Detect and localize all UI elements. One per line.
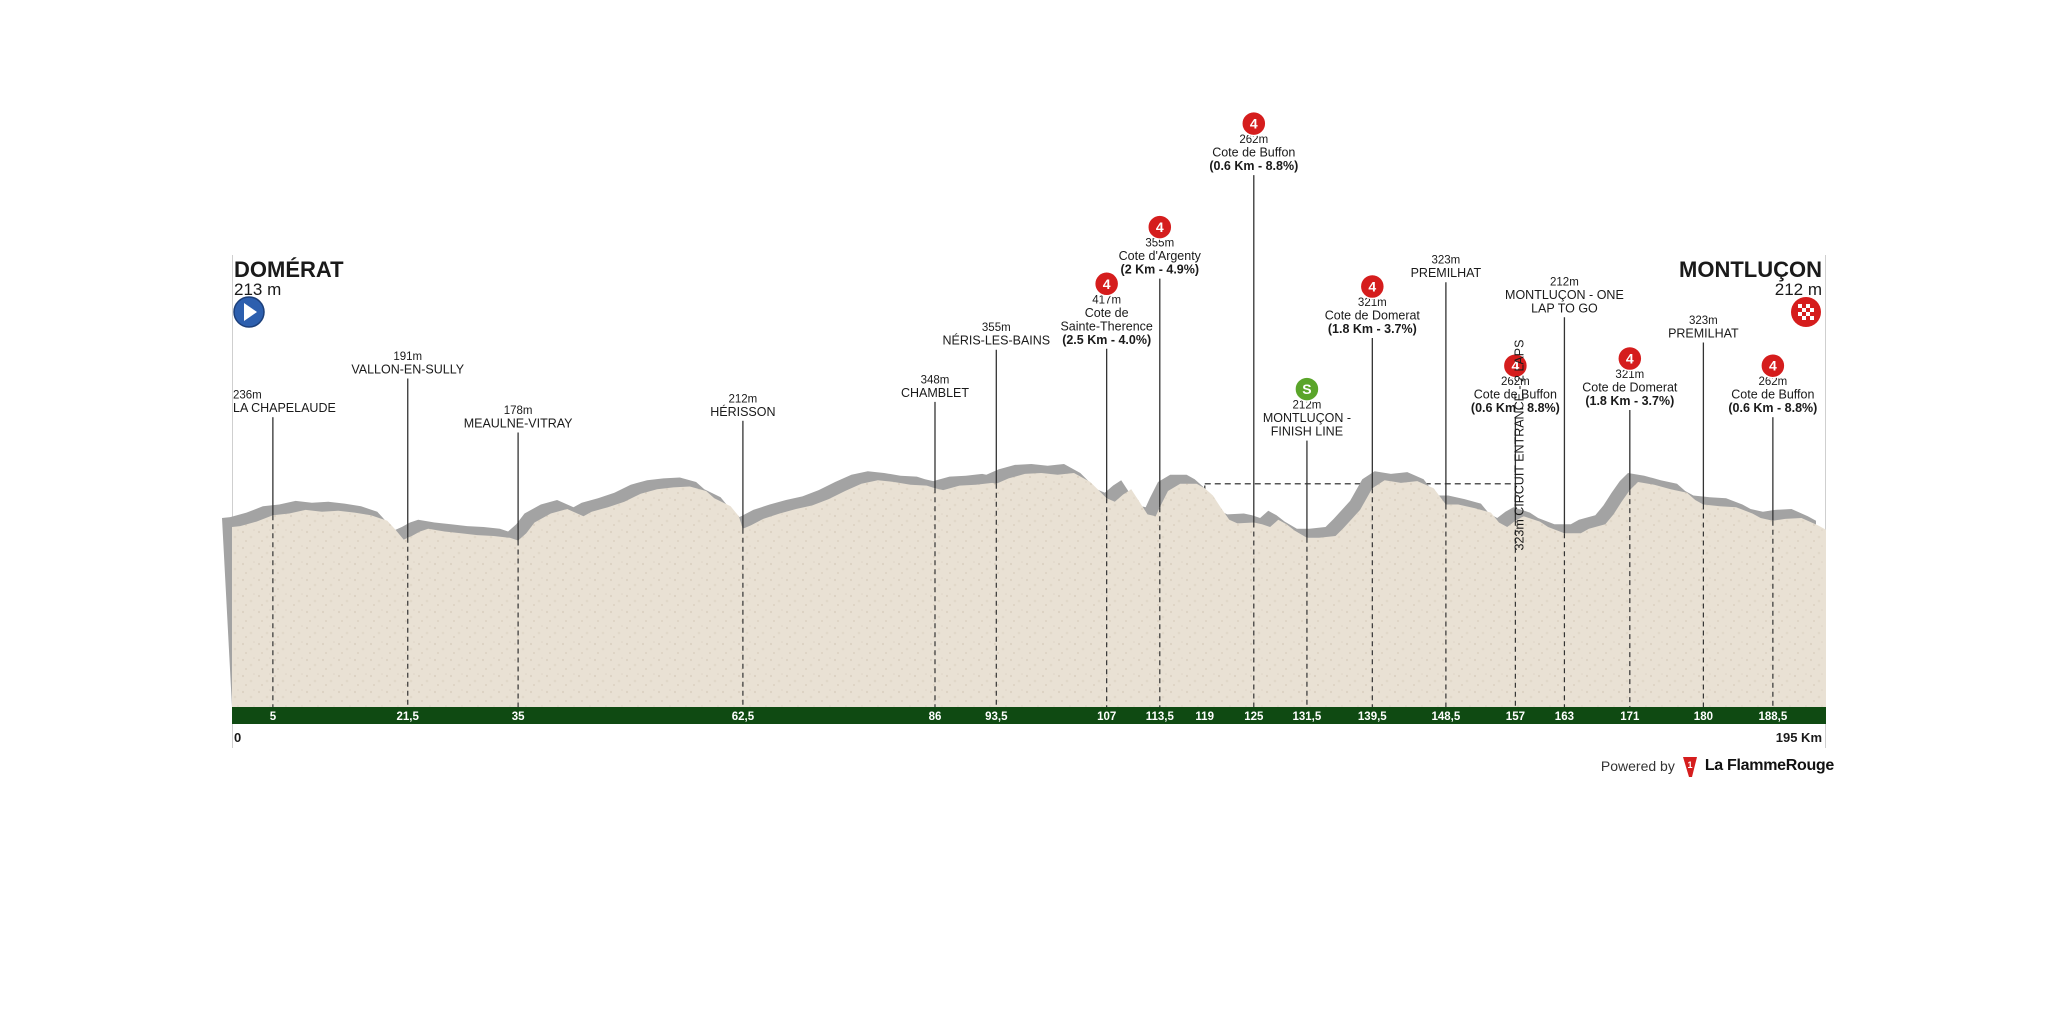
km-tick-label: 139,5 — [1358, 711, 1387, 723]
brand-name: La FlammeRouge — [1704, 757, 1834, 774]
elevation-area — [232, 473, 1826, 707]
waypoint-altitude: 355m — [1145, 238, 1174, 250]
waypoint-altitude: 212m — [1293, 400, 1322, 412]
start-altitude: 213 m — [234, 280, 281, 299]
waypoint-altitude: 348m — [921, 374, 950, 386]
waypoint-altitude: 355m — [982, 322, 1011, 334]
finish-flag-icon — [1791, 297, 1821, 327]
waypoint-altitude: 191m — [393, 351, 422, 363]
kom-category-4-icon: 4 — [1241, 110, 1267, 137]
waypoint-name: Cote de Domerat — [1582, 381, 1678, 395]
waypoint-name: NÉRIS-LES-BAINS — [942, 333, 1050, 348]
waypoint-name: CHAMBLET — [901, 386, 969, 400]
waypoint-altitude: 417m — [1092, 294, 1121, 306]
powered-by-text: Powered by — [1600, 758, 1675, 774]
km-tick-label: 86 — [929, 711, 942, 723]
waypoint-name: (2.5 Km - 4.0%) — [1062, 333, 1151, 347]
svg-text:1: 1 — [1687, 760, 1692, 770]
waypoint-altitude: 212m — [1550, 276, 1579, 288]
km-tick-label: 119 — [1195, 711, 1214, 723]
waypoint-name: Cote de Buffon — [1212, 146, 1295, 160]
x-end-label: 195 Km — [1776, 730, 1822, 745]
km-tick-label: 148,5 — [1432, 711, 1461, 723]
waypoint-name: MONTLUÇON - — [1263, 411, 1351, 425]
kom-category-label: 4 — [1626, 351, 1634, 367]
intermediate-sprint-icon: S — [1294, 376, 1320, 402]
kom-category-4-icon: 4 — [1760, 352, 1786, 379]
kom-category-label: 4 — [1103, 276, 1111, 292]
waypoint-altitude: 262m — [1501, 376, 1530, 388]
km-tick-label: 163 — [1555, 711, 1574, 723]
waypoint-altitude: 321m — [1615, 369, 1644, 381]
kom-category-label: 4 — [1250, 116, 1258, 132]
waypoint-altitude: 178m — [504, 405, 533, 417]
km-tick-label: 171 — [1620, 711, 1640, 723]
waypoint-name: Cote de Domerat — [1325, 309, 1421, 323]
km-tick-label: 5 — [270, 711, 277, 723]
start-icon — [233, 296, 265, 328]
waypoint-name: Cote de Buffon — [1474, 388, 1557, 402]
km-tick-label: 131,5 — [1293, 711, 1322, 723]
km-tick-label: 113,5 — [1146, 711, 1175, 723]
waypoint-name: PREMILHAT — [1411, 266, 1482, 280]
waypoint-name: FINISH LINE — [1271, 425, 1343, 439]
km-tick-label: 125 — [1244, 711, 1264, 723]
km-tick-label: 62,5 — [732, 711, 755, 723]
waypoint-name: HÉRISSON — [710, 404, 775, 419]
waypoint-name: Cote de — [1085, 306, 1129, 320]
waypoint-lines — [272, 175, 1774, 707]
kom-category-label: 4 — [1368, 279, 1376, 295]
flamme-rouge-logo-icon: 1 — [1682, 757, 1697, 777]
waypoint-altitude: 236m — [233, 390, 262, 402]
waypoint-name: (0.6 Km - 8.8%) — [1728, 401, 1817, 415]
kom-category-4-icon: 4 — [1093, 271, 1120, 297]
waypoint-name: Cote d'Argenty — [1119, 249, 1202, 263]
km-tick-label: 180 — [1694, 711, 1713, 723]
waypoint-name: (1.8 Km - 3.7%) — [1328, 322, 1417, 336]
waypoint-name: (1.8 Km - 3.7%) — [1585, 394, 1674, 408]
kom-category-label: 4 — [1156, 219, 1164, 235]
kom-category-label: 4 — [1511, 358, 1519, 374]
finish-town: MONTLUÇON — [1679, 257, 1822, 282]
waypoint-name: (2 Km - 4.9%) — [1121, 263, 1200, 277]
waypoint-name: VALLON-EN-SULLY — [351, 363, 464, 377]
kom-category-4-icon: 4 — [1359, 273, 1386, 300]
waypoint-name: MEAULNE-VITRAY — [464, 417, 573, 431]
credit: Powered by 1 La FlammeRouge — [1601, 755, 1834, 777]
kom-category-4-icon: 4 — [1617, 345, 1643, 372]
waypoint-altitude: 212m — [729, 393, 758, 405]
km-tick-label: 107 — [1097, 711, 1116, 723]
sprint-label: S — [1302, 381, 1311, 397]
finish-altitude: 212 m — [1775, 280, 1822, 299]
waypoint-name: (0.6 Km - 8.8%) — [1209, 159, 1298, 173]
km-tick-label: 35 — [512, 711, 525, 723]
waypoint-name: LAP TO GO — [1531, 301, 1598, 315]
start-town: DOMÉRAT — [234, 257, 344, 282]
kom-category-4-icon: 4 — [1502, 352, 1529, 379]
km-bar — [232, 707, 1826, 724]
kom-category-label: 4 — [1769, 358, 1777, 374]
km-tick-labels: 5 21,5 35 62,5 86 93,5 107 113,5 119 125 131,5 139,… — [270, 711, 1788, 723]
waypoint-altitude: 323m — [1689, 315, 1718, 327]
kom-category-4-icon: 4 — [1147, 214, 1173, 240]
waypoint-altitude: 262m — [1758, 376, 1787, 388]
waypoint-altitude: 323m — [1432, 255, 1461, 267]
waypoint-altitude: 262m — [1239, 134, 1268, 146]
km-tick-label: 157 — [1506, 711, 1525, 723]
km-tick-label: 21,5 — [397, 711, 420, 723]
km-tick-label: 93,5 — [985, 711, 1008, 723]
circuit-entrance-label: 323m CIRCUIT ENTRANCE - 2 LAPS — [1512, 340, 1526, 551]
waypoint-name: LA CHAPELAUDE — [233, 401, 336, 415]
waypoint-name: MONTLUÇON - ONE — [1505, 288, 1624, 302]
km-tick-label: 188,5 — [1759, 711, 1788, 723]
waypoint-name: Cote de Buffon — [1731, 388, 1814, 402]
waypoint-name: (0.6 Km - 8.8%) — [1471, 401, 1560, 415]
x-start-label: 0 — [234, 730, 241, 745]
waypoint-altitude: 321m — [1358, 297, 1387, 309]
waypoint-name: PREMILHAT — [1668, 327, 1739, 341]
waypoint-name: Sainte-Therence — [1060, 319, 1152, 333]
